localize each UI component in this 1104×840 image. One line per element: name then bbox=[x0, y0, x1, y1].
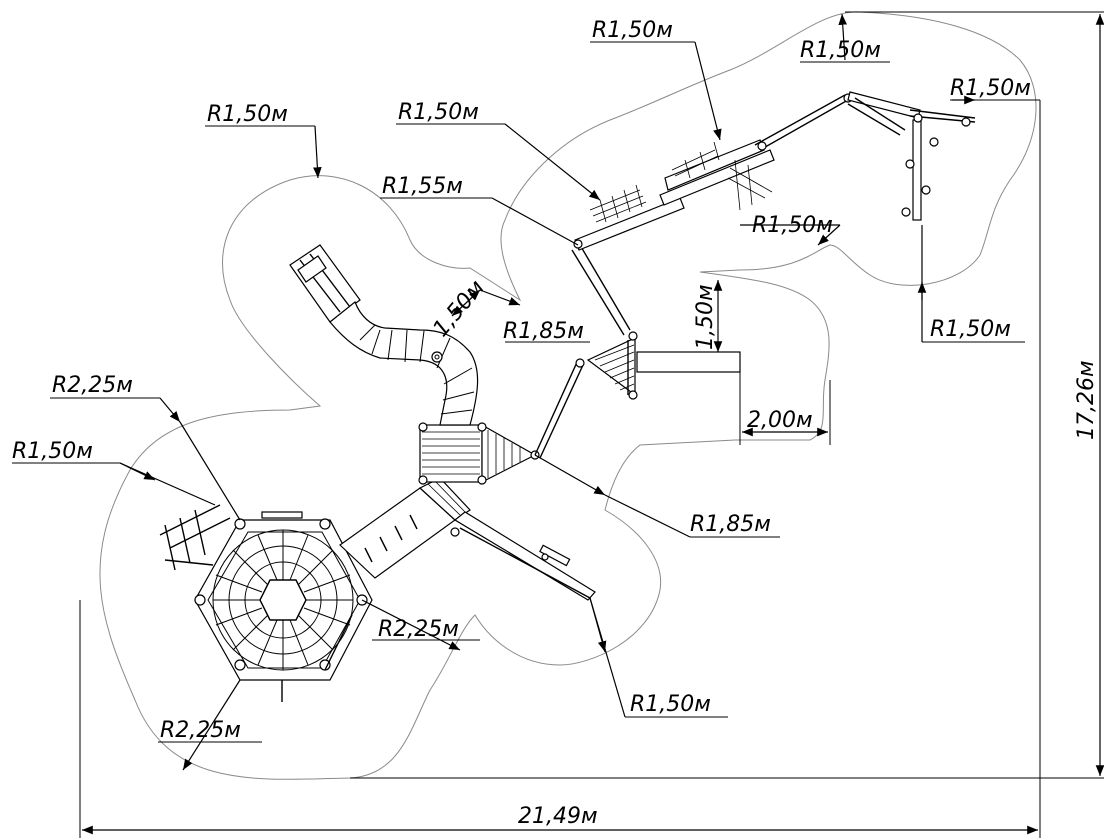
label-r150-lower-right: R1,50м bbox=[752, 213, 833, 238]
label-r150-bottom: R1,50м bbox=[630, 692, 711, 717]
label-r150-topright-b: R1,50м bbox=[950, 76, 1031, 101]
label-r150-top: R1,50м bbox=[592, 18, 673, 43]
label-d150-slide: 1,50м bbox=[428, 276, 489, 342]
hexagon-net-climber bbox=[194, 511, 373, 702]
label-r150-left: R1,50м bbox=[12, 439, 93, 464]
label-r225-top: R2,25м bbox=[52, 373, 133, 398]
triangle-platform bbox=[534, 331, 741, 459]
label-r225-bottom: R2,25м bbox=[160, 718, 241, 743]
label-r150-slide: R1,50м bbox=[207, 102, 288, 127]
label-r150-bridge: R1,50м bbox=[398, 100, 479, 125]
left-rope-ladder bbox=[159, 504, 231, 571]
label-d200: 2,00м bbox=[747, 408, 813, 433]
width-total-label: 21,49м bbox=[518, 804, 598, 829]
central-tower bbox=[418, 422, 540, 537]
height-total-label: 17,26м bbox=[1074, 360, 1099, 440]
label-r185-lower: R1,85м bbox=[690, 512, 771, 537]
annotation-leaders bbox=[12, 13, 1040, 771]
label-d150-vertical: 1,50м bbox=[693, 284, 718, 350]
label-r155: R1,55м bbox=[382, 174, 463, 199]
connecting-ramp bbox=[339, 477, 471, 579]
upper-climbing-chain bbox=[571, 91, 976, 336]
safety-zone-outline bbox=[99, 11, 1037, 780]
label-r185-upper: R1,85м bbox=[503, 319, 584, 344]
lower-right-rope-bridge bbox=[453, 511, 596, 601]
label-r150-far-right: R1,50м bbox=[930, 317, 1011, 342]
label-r150-topright-a: R1,50м bbox=[800, 38, 881, 63]
tube-slide bbox=[289, 244, 479, 426]
label-r225-mid: R2,25м bbox=[378, 617, 459, 642]
